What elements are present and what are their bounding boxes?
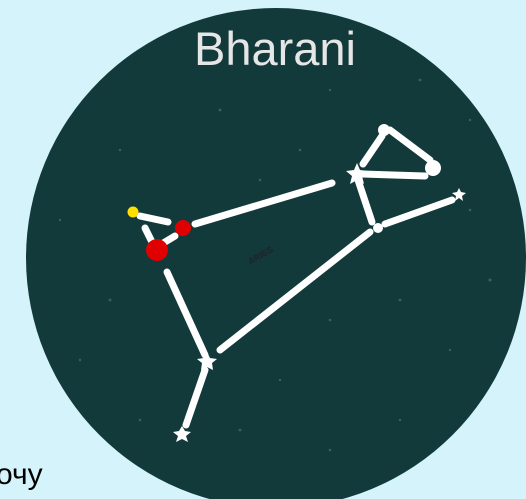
red-star-hamal [175,220,191,236]
background-partial-text: очу [0,458,43,491]
white-star-right [425,160,441,176]
line-top-star-to-right [362,174,425,176]
page-title: Bharani [194,22,356,75]
sky-disc [26,8,526,499]
white-star-middle [373,223,383,233]
yellow-star [128,207,139,218]
red-star-bharani [146,239,168,261]
white-star-upper [378,124,390,136]
